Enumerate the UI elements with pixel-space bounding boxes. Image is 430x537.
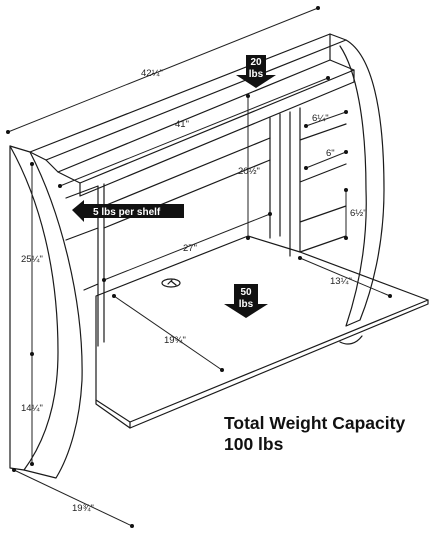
right-foot [339,335,363,345]
top-board [29,33,347,161]
dim-shelf-width: 41" [175,119,189,130]
svg-text:20: 20 [250,57,262,68]
left-cubby [65,183,105,347]
dim-inner-width: 27" [183,243,197,254]
dim-desk-width: 19¾" [164,335,186,346]
dim-center-height: 20½" [238,166,260,177]
right-cubby [289,107,347,257]
dim-right-mid-gap: 6" [326,148,335,159]
svg-text:50: 50 [240,287,252,298]
left-side-panel [9,145,83,479]
dim-top-width: 42¼" [141,68,163,79]
right-side-panel [339,39,385,327]
center-divider [269,113,281,239]
top-weight-arrow: 20 lbs [236,55,276,88]
dim-lower-height: 14¼" [21,403,43,414]
hutch-back [45,33,355,197]
cable-grommet [161,278,181,288]
capacity-value: 100 lbs [224,434,284,454]
dim-side-height: 25¼" [21,254,43,265]
svg-text:lbs: lbs [239,299,254,310]
svg-text:5 lbs per shelf: 5 lbs per shelf [93,207,161,218]
svg-text:lbs: lbs [249,69,264,80]
dim-right-top-gap: 6¼" [312,113,329,124]
dim-desk-depth: 13¼" [330,276,352,287]
capacity-title: Total Weight Capacity [224,413,406,433]
dim-base-depth: 19¾" [72,503,94,514]
dim-right-shelf-depth: 6½" [350,208,367,219]
desk-weight-arrow: 50 lbs [224,284,268,318]
shelf-weight-arrow: 5 lbs per shelf [72,200,184,222]
